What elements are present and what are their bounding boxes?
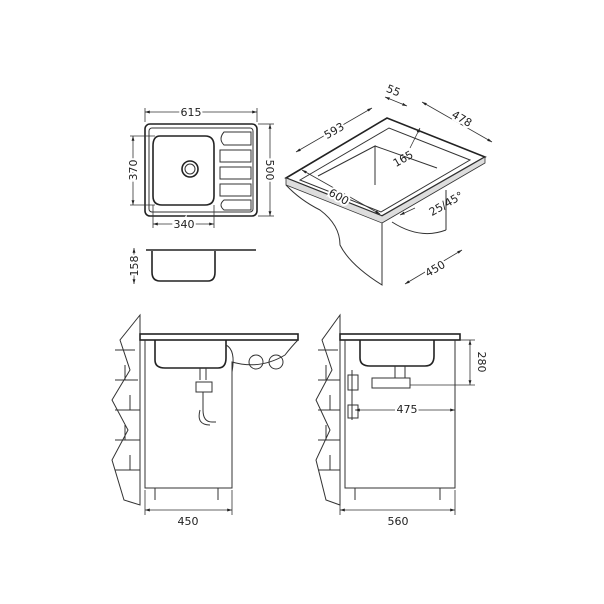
dim-55: 55 (384, 82, 402, 99)
side-profile: 158 (126, 248, 256, 284)
dim-370: 370 (127, 160, 140, 181)
isometric-view: 593 55 478 165 600 25/45° 450 (284, 82, 493, 286)
dim-450-iso: 450 (423, 258, 448, 280)
top-view: 615 370 500 340 (125, 104, 278, 233)
dim-165: 165 (391, 148, 416, 170)
side-installation-view: 280 475 560 (315, 313, 488, 528)
dim-450-front: 450 (178, 515, 199, 528)
dim-478: 478 (449, 108, 474, 130)
dim-280: 280 (475, 352, 488, 373)
dim-475: 475 (397, 403, 418, 416)
dim-615: 615 (181, 106, 202, 119)
dim-500: 500 (263, 160, 276, 181)
dim-340: 340 (174, 218, 195, 231)
front-installation-view: 450 (111, 313, 299, 528)
dim-158: 158 (128, 256, 141, 277)
dim-593: 593 (322, 120, 347, 142)
dim-560: 560 (388, 515, 409, 528)
